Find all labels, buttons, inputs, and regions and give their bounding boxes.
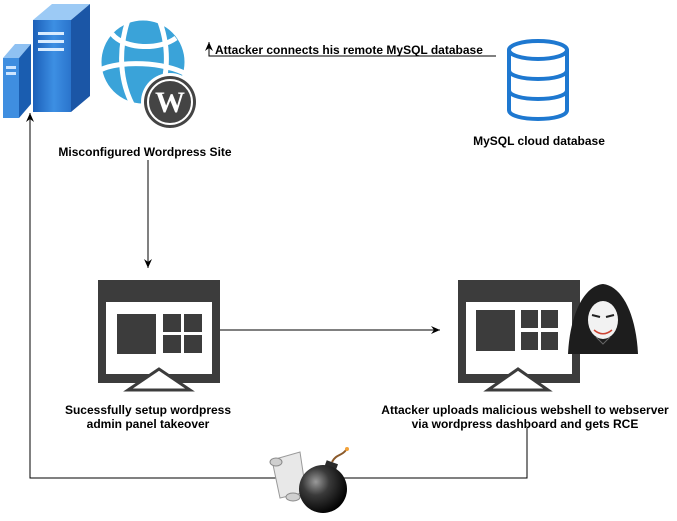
monitor-icon: [98, 280, 220, 392]
rce-label: Attacker uploads malicious webshell to w…: [381, 403, 668, 431]
database-icon: [507, 39, 569, 121]
admin-takeover-label-line1: Sucessfully setup wordpress: [64, 403, 232, 417]
wordpress-site-label: Misconfigured Wordpress Site: [58, 145, 232, 159]
bomb-icon: [299, 447, 349, 513]
admin-takeover-label: Sucessfully setup wordpress admin panel …: [65, 403, 231, 431]
server-globe-wordpress-icon: W: [3, 4, 199, 131]
bomb-scroll-icon: [269, 447, 349, 513]
mysql-database-label: MySQL cloud database: [473, 134, 605, 148]
monitor-hacker-icon: [458, 280, 638, 392]
hacker-icon: [568, 284, 638, 354]
edge-label-mysql-connection: Attacker connects his remote MySQL datab…: [215, 43, 483, 57]
rce-label-line1: Attacker uploads malicious webshell to w…: [381, 403, 669, 417]
wordpress-logo-icon: W: [141, 73, 199, 131]
edge-mysql-to-site: [205, 42, 496, 57]
small-server-icon: [3, 44, 31, 118]
rce-label-line2: via wordpress dashboard and gets RCE: [411, 417, 639, 431]
admin-takeover-label-line2: admin panel takeover: [86, 417, 210, 431]
server-tower-icon: [33, 4, 90, 112]
scroll-icon: [269, 451, 307, 502]
svg-text:W: W: [155, 86, 185, 119]
